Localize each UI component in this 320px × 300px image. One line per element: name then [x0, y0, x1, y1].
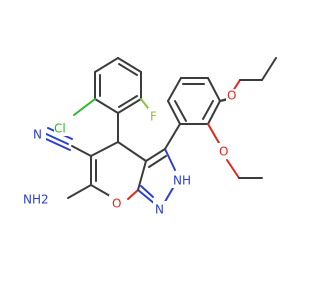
- bond: [90, 141, 119, 157]
- bond: [43, 132, 69, 145]
- atom-nh-pyrazole: NH: [173, 174, 191, 188]
- molecule-structure: Cl F N NH2 O NH N O O: [20, 57, 277, 217]
- bond: [202, 100, 214, 120]
- atom-n-nitrile: N: [33, 128, 42, 142]
- bond: [67, 184, 92, 199]
- bond: [167, 100, 181, 125]
- bond: [118, 63, 138, 76]
- bond: [117, 98, 142, 114]
- atom-o-ether: O: [227, 89, 236, 103]
- bond: [148, 155, 167, 168]
- bond: [207, 100, 221, 125]
- bond: [137, 160, 147, 191]
- atom-labels: Cl F N NH2 O NH N O O: [20, 89, 240, 217]
- bond: [226, 159, 240, 179]
- atom-f: F: [150, 110, 157, 124]
- bond: [117, 141, 147, 162]
- atom-cl: Cl: [54, 122, 66, 136]
- bond: [261, 57, 277, 81]
- bond: [90, 184, 111, 197]
- bond: [94, 57, 119, 73]
- bond: [140, 185, 154, 198]
- bond: [71, 145, 92, 157]
- atom-nh2: NH2: [23, 193, 49, 207]
- bond: [164, 123, 181, 150]
- bond: [207, 123, 220, 144]
- bond: [118, 95, 138, 108]
- atom-n-pyrazole: N: [155, 203, 164, 217]
- atom-o-ring: O: [112, 197, 121, 211]
- bonds: [43, 57, 277, 206]
- bond: [127, 189, 139, 200]
- bond: [174, 100, 187, 122]
- bond: [207, 77, 221, 102]
- bond: [94, 98, 119, 114]
- bond: [145, 148, 166, 162]
- atom-o-methoxy: O: [219, 145, 228, 159]
- bond-to-cl: [73, 98, 96, 116]
- bond: [45, 138, 71, 151]
- bond: [137, 189, 156, 205]
- bond: [164, 148, 176, 171]
- bond: [167, 77, 182, 102]
- bond: [117, 57, 142, 73]
